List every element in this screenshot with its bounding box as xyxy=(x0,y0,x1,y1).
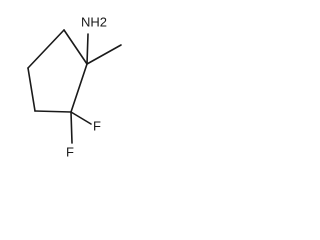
bond-c1-c2 xyxy=(70,63,88,113)
bond-c2-c3 xyxy=(34,110,72,113)
atom-label-nh2: NH2 xyxy=(81,14,107,29)
bond-c1-nh2 xyxy=(86,33,89,65)
bond-c3-c4 xyxy=(27,67,36,112)
bond-c1-methyl xyxy=(86,44,122,65)
bond-c4-c5 xyxy=(27,29,65,69)
bond-c2-f-bottom xyxy=(70,111,73,144)
atom-label-f-bottom: F xyxy=(66,144,74,159)
bond-c5-c1 xyxy=(63,29,88,65)
bond-c2-f-right xyxy=(70,111,92,125)
molecule-structure: NH2 F F xyxy=(27,14,122,159)
atom-label-f-right: F xyxy=(93,118,101,133)
